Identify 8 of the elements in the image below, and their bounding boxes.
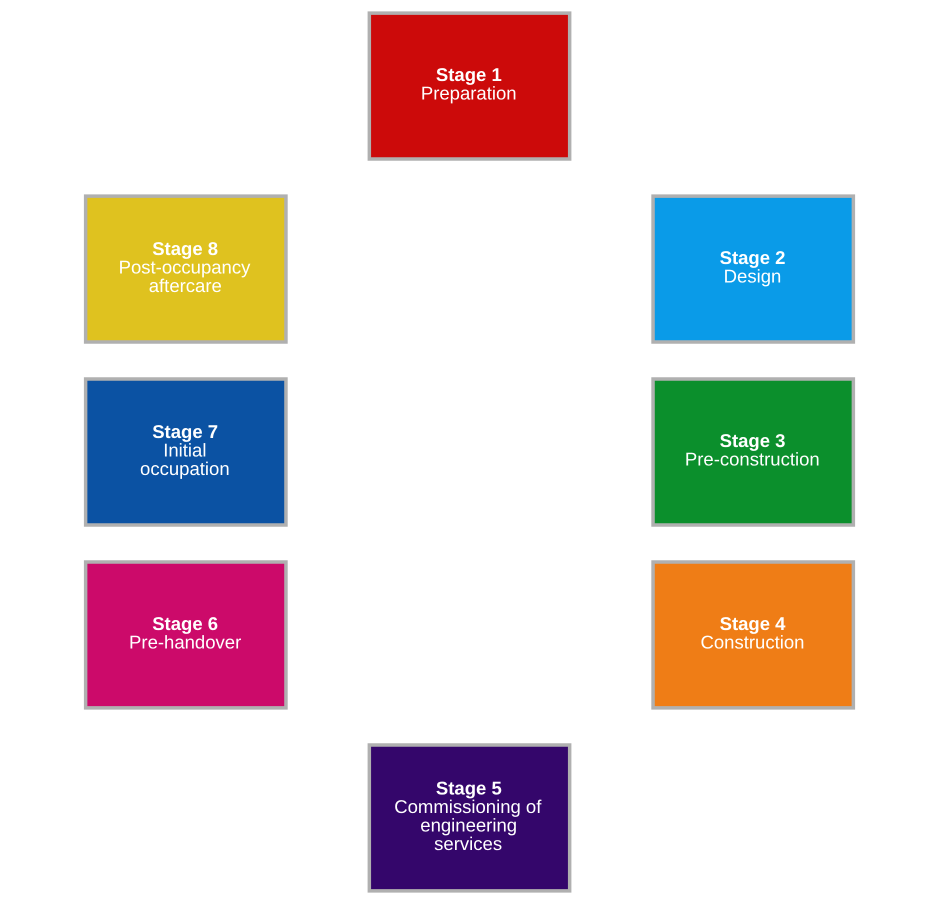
node-box: Stage 3 Pre-construction	[650, 377, 855, 527]
node-box: Stage 2 Design	[650, 194, 855, 344]
node-box: Stage 5 Commissioning of engineering services	[367, 743, 571, 893]
node-box: Stage 1 Preparation	[367, 11, 571, 161]
node-box: Stage 6 Pre-handover	[83, 560, 288, 710]
node-box: Stage 4 Construction	[650, 560, 855, 710]
node-box: Stage 7 Initial occupation	[83, 377, 288, 527]
node-box: Stage 8 Post-occupancy aftercare	[83, 194, 288, 344]
